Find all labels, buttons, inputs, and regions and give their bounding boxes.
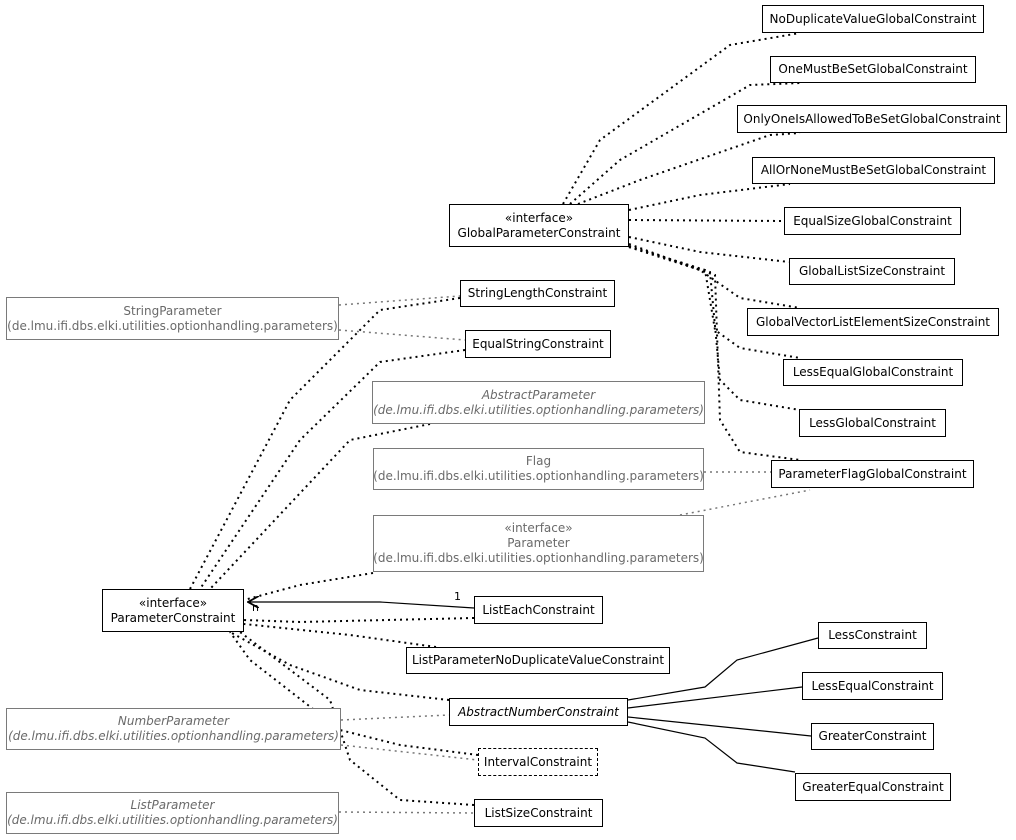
edge-parameter-paramflag [679,489,811,516]
class-name: LessConstraint [828,628,917,642]
class-node-stringlengthconstraint[interactable]: StringLengthConstraint [460,280,615,307]
multiplicity-one-label: 1 [454,590,461,603]
edge-paramflag [628,246,801,461]
class-node-lessglobalconstraint[interactable]: LessGlobalConstraint [799,409,946,437]
class-name: NumberParameter [117,714,230,728]
class-node-greaterconstraint[interactable]: GreaterConstraint [811,723,934,750]
class-node-lessequalglobalconstraint[interactable]: LessEqualGlobalConstraint [783,359,963,386]
edge-number-interval [340,744,479,761]
class-name: ListEachConstraint [482,602,595,617]
class-node-onemustbesetglobalconstraint[interactable]: OneMustBeSetGlobalConstraint [770,56,976,83]
edge-equalstring-pc [199,349,466,590]
class-node-abstractparameter[interactable]: AbstractParameter (de.lmu.ifi.dbs.elki.u… [372,381,705,424]
edge-parameter-pc [243,572,374,601]
class-node-lessconstraint[interactable]: LessConstraint [818,622,927,649]
edge-stringparam-stringlength [338,295,461,306]
class-name: OneMustBeSetGlobalConstraint [778,62,968,76]
multiplicity-n-label: n [252,601,259,614]
class-node-listeachconstraint[interactable]: ListEachConstraint [474,596,603,624]
edge-number-abstractnumber [340,714,450,721]
class-name: LessEqualConstraint [811,678,934,693]
class-name: ParameterConstraint [110,610,236,625]
class-node-globalparameterconstraint[interactable]: «interface» GlobalParameterConstraint [449,204,629,247]
class-name: GlobalListSizeConstraint [798,264,946,278]
class-node-abstractnumberconstraint[interactable]: AbstractNumberConstraint [449,698,628,726]
edge-list-listsize [338,811,475,814]
edge-abstractnumber-pc [229,631,450,701]
package-name: (de.lmu.ifi.dbs.elki.utilities.optionhan… [8,729,339,743]
edge-lessequalglobal [628,245,801,359]
class-node-parameterconstraint[interactable]: «interface» ParameterConstraint [102,589,244,632]
edge-greaterconstraint [627,716,812,737]
edge-lessconstraint [627,637,819,701]
class-name: ListParameterNoDuplicateValueConstraint [411,653,665,667]
class-name: EqualSizeGlobalConstraint [793,213,952,228]
stereotype-label: «interface» [138,595,208,610]
class-name: NoDuplicateValueGlobalConstraint [769,11,977,26]
class-name: GreaterConstraint [818,729,927,743]
package-name: (de.lmu.ifi.dbs.elki.utilities.optionhan… [7,813,338,827]
class-node-listsizeconstraint[interactable]: ListSizeConstraint [474,799,603,827]
class-node-listparameternoduplicatevalueconstraint[interactable]: ListParameterNoDuplicateValueConstraint [406,647,670,674]
edge-abstractparam-pc [209,423,431,590]
class-name: ListParameter [130,798,215,812]
class-name: OnlyOneIsAllowedToBeSetGlobalConstraint [743,111,1001,126]
edge-lessglobal [628,246,801,411]
class-node-lessequalconstraint[interactable]: LessEqualConstraint [802,672,943,700]
class-name: IntervalConstraint [483,754,593,769]
stereotype-label: «interface» [504,521,573,535]
edge-noduplicate [562,32,801,205]
class-name: GlobalVectorListElementSizeConstraint [755,314,991,329]
class-name: ListSizeConstraint [484,805,593,820]
edge-allornone [628,183,791,211]
class-node-noduplicatevalueglobalconstraint[interactable]: NoDuplicateValueGlobalConstraint [762,5,984,33]
edge-stringparam-equalstring [338,329,466,341]
package-name: (de.lmu.ifi.dbs.elki.utilities.optionhan… [7,318,338,333]
class-name: AbstractNumberConstraint [458,704,619,719]
class-name: GlobalParameterConstraint [457,225,621,240]
edge-stringlength-pc [189,297,461,590]
class-name: LessEqualGlobalConstraint [792,365,954,379]
class-node-equalstringconstraint[interactable]: EqualStringConstraint [465,330,611,358]
edge-listsize-pc [239,631,475,806]
class-node-parameterflagglobalconstraint[interactable]: ParameterFlagGlobalConstraint [771,460,974,488]
class-name: AllOrNoneMustBeSetGlobalConstraint [760,163,987,177]
edge-lessequalconstraint [627,686,803,709]
edge-globallistsize [628,236,790,263]
package-name: (de.lmu.ifi.dbs.elki.utilities.optionhan… [373,469,704,483]
edge-equalsize [628,219,785,222]
edge-greaterequalconstraint [627,721,796,773]
edge-onemustbeset [569,82,801,205]
class-name: ParameterFlagGlobalConstraint [778,466,967,481]
stereotype-label: «interface» [504,210,574,225]
class-name: GreaterEqualConstraint [802,779,944,794]
class-node-intervalconstraint[interactable]: IntervalConstraint [478,748,598,776]
class-node-allornonemustbesetglobalconstraint[interactable]: AllOrNoneMustBeSetGlobalConstraint [752,157,995,184]
class-name: LessGlobalConstraint [809,415,936,430]
class-name: StringParameter [123,303,222,318]
class-node-listparameter[interactable]: ListParameter (de.lmu.ifi.dbs.elki.utili… [6,792,339,834]
edge-interval-pc [229,631,479,756]
edge-listparamnodup-pc [243,623,437,648]
package-name: (de.lmu.ifi.dbs.elki.utilities.optionhan… [373,551,704,565]
class-node-onlyoneisallowedtobesetglobalconstraint[interactable]: OnlyOneIsAllowedToBeSetGlobalConstraint [737,105,1007,133]
class-node-parameter[interactable]: «interface» Parameter (de.lmu.ifi.dbs.el… [373,515,704,572]
package-name: (de.lmu.ifi.dbs.elki.utilities.optionhan… [373,402,704,417]
class-node-flag[interactable]: Flag (de.lmu.ifi.dbs.elki.utilities.opti… [373,448,704,490]
class-node-globalvectorlistelementsizeconstraint[interactable]: GlobalVectorListElementSizeConstraint [747,308,999,336]
class-name: EqualStringConstraint [472,336,604,351]
class-name: AbstractParameter [481,387,596,402]
class-node-globallistsizeconstraint[interactable]: GlobalListSizeConstraint [789,258,955,285]
class-node-stringparameter[interactable]: StringParameter (de.lmu.ifi.dbs.elki.uti… [6,297,339,340]
class-name: Flag [525,454,552,468]
edge-listeach-dot [243,617,475,624]
class-name: Parameter [507,536,570,550]
class-node-numberparameter[interactable]: NumberParameter (de.lmu.ifi.dbs.elki.uti… [6,708,341,750]
class-name: StringLengthConstraint [467,286,608,300]
edge-listeach-pc [248,602,475,609]
class-node-equalsizeglobalconstraint[interactable]: EqualSizeGlobalConstraint [784,207,961,235]
class-node-greaterequalconstraint[interactable]: GreaterEqualConstraint [795,773,951,801]
